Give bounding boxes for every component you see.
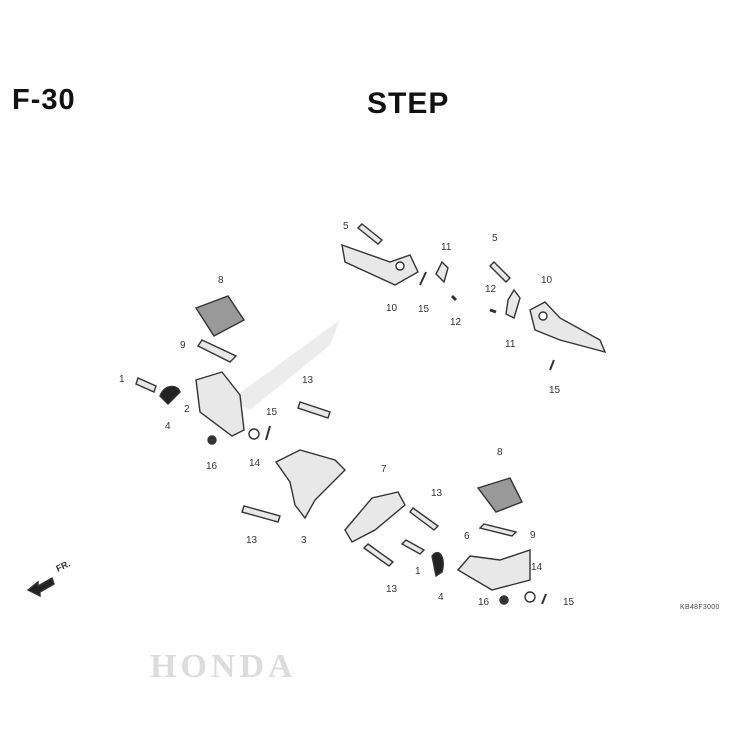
bolt-13-a — [297, 401, 331, 419]
step-bar-left — [341, 243, 419, 286]
callout: 14 — [249, 458, 261, 469]
step-6-right — [456, 549, 531, 591]
callout: 7 — [381, 464, 387, 475]
callout: 16 — [478, 597, 490, 608]
callout: 13 — [386, 584, 398, 595]
callout: 5 — [492, 233, 498, 244]
bolt-5-left — [356, 223, 384, 245]
callout: 9 — [180, 340, 186, 351]
callout: 2 — [184, 404, 190, 415]
clip-11-top — [435, 260, 449, 284]
callout: 15 — [563, 597, 575, 608]
plate-9-right — [478, 523, 518, 537]
callout: 13 — [246, 535, 258, 546]
callout: 5 — [343, 221, 349, 232]
callout: 14 — [531, 562, 543, 573]
section-code: F-30 — [12, 84, 76, 116]
rubber-8-right — [476, 477, 523, 513]
spring-4-right — [431, 551, 444, 578]
callout: 11 — [441, 242, 452, 253]
callout: 16 — [206, 461, 218, 472]
callout: 3 — [301, 535, 307, 546]
callout: 12 — [450, 317, 462, 328]
callout: 4 — [438, 592, 444, 603]
callout: 13 — [302, 375, 314, 386]
bolt-5-right — [489, 261, 511, 283]
wing-logo-icon — [230, 320, 340, 410]
callout: 10 — [541, 275, 553, 286]
rubber-8-left — [194, 295, 246, 337]
bracket-7 — [344, 491, 406, 543]
page-title: STEP — [367, 87, 450, 120]
callout: 10 — [386, 303, 398, 314]
callout: 4 — [165, 421, 171, 432]
bolt-13-b — [241, 505, 281, 523]
bracket-3 — [274, 449, 346, 520]
plate-9-left — [196, 339, 238, 363]
callout: 11 — [505, 339, 516, 350]
spring-4-left — [159, 385, 181, 405]
callout: 1 — [415, 566, 421, 577]
front-arrow-icon — [26, 576, 55, 598]
callout: 8 — [497, 447, 503, 458]
callout: 8 — [218, 275, 224, 286]
callout: 15 — [418, 304, 430, 315]
callout: 12 — [485, 284, 497, 295]
bolt-13-d — [362, 543, 395, 567]
callout: 6 — [464, 531, 470, 542]
callout: 15 — [549, 385, 561, 396]
honda-watermark: HONDA — [150, 648, 297, 685]
step-2-left — [195, 371, 245, 437]
callout: 13 — [431, 488, 443, 499]
diagram-code: KB48F3000 — [680, 604, 720, 611]
clip-11-right — [505, 288, 521, 319]
callout: 15 — [266, 407, 278, 418]
callout: 1 — [119, 374, 125, 385]
pin-1-right — [400, 539, 426, 555]
bolt-13-c — [409, 507, 440, 531]
step-bar-right — [529, 301, 607, 354]
callout: 9 — [530, 530, 536, 541]
pin-1-left — [135, 377, 157, 393]
